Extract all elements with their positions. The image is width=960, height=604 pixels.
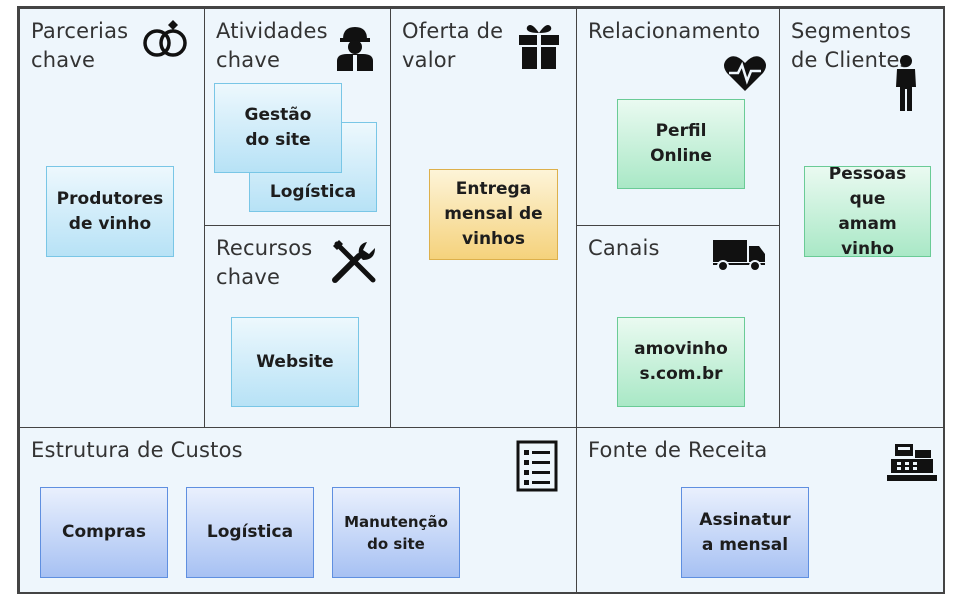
truck-icon [713,240,765,272]
note-entrega-mensal: Entrega mensal de vinhos [429,169,558,260]
section-title: Canais [588,236,660,260]
section-relacionamento: Relacionamento Perfil Online [576,8,780,226]
list-icon [516,440,558,492]
note-produtores-vinho: Produtores de vinho [46,166,174,257]
section-title: Estrutura de Custos [31,438,243,462]
section-estrutura-custos: Estrutura de Custos Compras Logística Ma… [19,427,577,594]
note-perfil-online: Perfil Online [617,99,745,189]
tools-icon [332,240,376,283]
cash-register-icon [887,444,937,481]
section-title: Segmentos de Clientes [791,19,912,72]
note-assinatura-mensal: Assinatura mensal [681,487,809,578]
note-manutencao-site: Manutenção do site [332,487,460,578]
section-title: Oferta de valor [402,19,504,72]
rings-icon [143,20,187,57]
section-title: Recursos chave [216,236,313,289]
gift-icon [519,25,559,69]
note-logistica-custos: Logística [186,487,314,578]
section-atividades-chave: Atividades chave Logística Gestão do sit… [204,8,391,226]
section-recursos-chave: Recursos chave Website [204,225,391,428]
note-amovinhos: amovinhos.com.br [617,317,745,407]
section-fonte-receita: Fonte de Receita Assinatura mensal [576,427,945,594]
person-icon [896,55,916,111]
business-model-canvas: Parcerias chave Produtores de vinho Ativ… [17,6,945,594]
worker-icon [337,27,373,71]
heartbeat-icon [724,56,766,91]
section-segmentos-clientes: Segmentos de Clientes Pessoas que amam v… [779,8,945,428]
note-gestao-site: Gestão do site [214,83,342,173]
note-compras: Compras [40,487,168,578]
section-title: Relacionamento [588,19,761,43]
section-title: Parcerias chave [31,19,129,72]
section-parcerias-chave: Parcerias chave Produtores de vinho [19,8,205,428]
note-website: Website [231,317,359,407]
note-pessoas-amam-vinho: Pessoas que amam vinho [804,166,931,257]
section-title: Atividades chave [216,19,328,72]
section-title: Fonte de Receita [588,438,768,462]
section-canais: Canais amovinhos.com.br [576,225,780,428]
section-oferta-valor: Oferta de valor Entrega mensal de vinhos [390,8,577,428]
